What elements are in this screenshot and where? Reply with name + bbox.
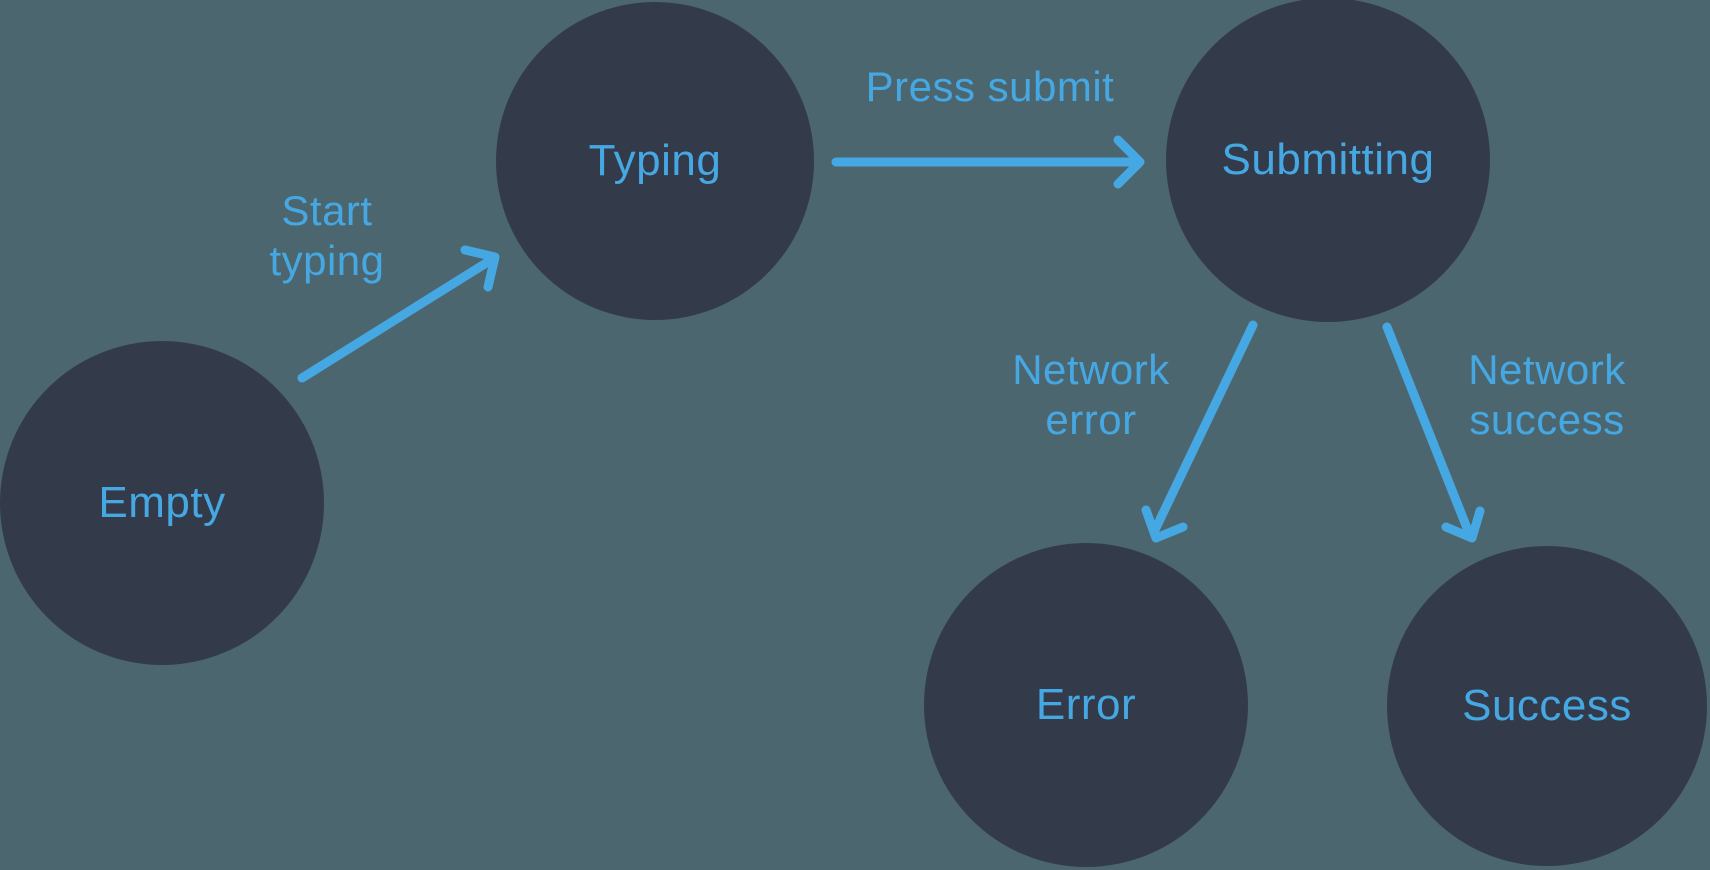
edge-label-network-success: Network success [1468, 346, 1626, 444]
transition-arrow-network-success [1382, 322, 1485, 543]
arrow-shaft [1149, 320, 1258, 537]
edge-label-network-error: Network error [1012, 346, 1170, 444]
arrow-shaft [1382, 322, 1474, 538]
state-node-typing: Typing [496, 2, 814, 320]
state-node-error: Error [924, 543, 1248, 867]
state-node-submitting: Submitting [1166, 0, 1490, 322]
state-label-typing: Typing [588, 136, 722, 185]
edge-label-press-submit: Press submit [865, 63, 1115, 110]
state-label-empty: Empty [98, 478, 226, 527]
arrowhead-icon [460, 245, 500, 292]
arrowhead-icon [1113, 135, 1145, 189]
arrow-shaft [297, 255, 496, 383]
edge-label-start-typing: Start typing [269, 187, 385, 285]
arrowhead-icon [1141, 505, 1188, 543]
state-node-empty: Empty [0, 341, 324, 665]
state-label-submitting: Submitting [1221, 135, 1435, 184]
transition-arrow-network-error [1141, 320, 1258, 543]
state-label-error: Error [1035, 680, 1137, 729]
arrowhead-icon [1441, 506, 1485, 543]
state-node-success: Success [1387, 546, 1707, 866]
state-label-success: Success [1462, 681, 1632, 730]
transition-arrow-start-typing [297, 245, 500, 383]
transition-arrow-press-submit [831, 135, 1145, 189]
